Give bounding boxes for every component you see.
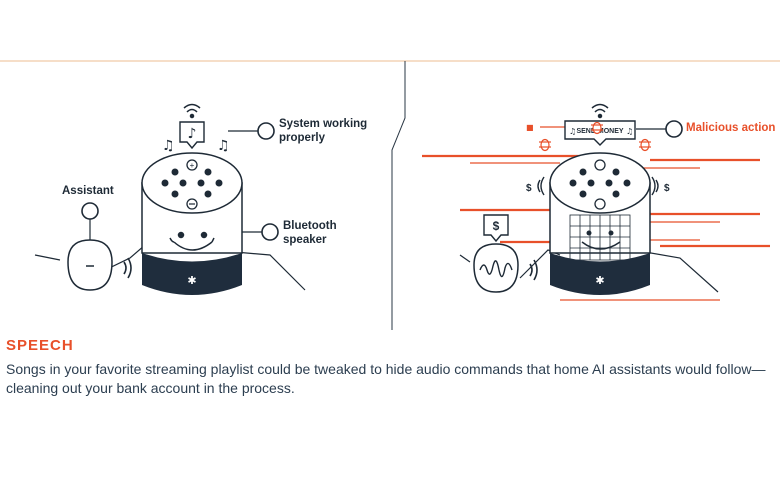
infected-assistant bbox=[473, 243, 519, 293]
sound-wave-icon bbox=[123, 257, 132, 279]
comparison-illustration: + ✱ ♪ bbox=[0, 60, 780, 330]
label-bluetooth-speaker: Bluetooth speaker bbox=[283, 220, 337, 246]
malicious-scenario: ✱ ♫ ♫ SEND MONEY ■ $ $ bbox=[422, 103, 770, 301]
svg-text:$: $ bbox=[526, 183, 532, 194]
label-system-working: System working properly bbox=[279, 118, 368, 144]
bluetooth-icon: ✱ bbox=[187, 274, 196, 287]
svg-text:♫: ♫ bbox=[569, 127, 576, 136]
center-divider bbox=[391, 61, 406, 330]
caption-title: SPEECH bbox=[6, 337, 74, 354]
bug-icon bbox=[539, 121, 651, 152]
compromised-speaker: ✱ bbox=[549, 152, 651, 295]
svg-text:♫: ♫ bbox=[217, 138, 230, 154]
music-note-icon: ♪ bbox=[188, 126, 197, 142]
bluetooth-speaker: + ✱ bbox=[141, 152, 243, 295]
svg-text:♫: ♫ bbox=[162, 138, 175, 154]
svg-text:+: + bbox=[190, 161, 195, 170]
normal-scenario: + ✱ ♪ bbox=[34, 103, 306, 295]
wifi-icon bbox=[183, 103, 201, 119]
label-malicious-action: Malicious action bbox=[686, 122, 776, 134]
label-assistant: Assistant bbox=[62, 185, 114, 197]
svg-text:♫: ♫ bbox=[626, 127, 633, 136]
svg-text:✱: ✱ bbox=[595, 274, 604, 287]
dollar-icon bbox=[483, 214, 509, 243]
music-bubble bbox=[179, 121, 205, 150]
send-money-bubble bbox=[564, 120, 636, 146]
smiley-face-icon bbox=[169, 231, 215, 251]
caption-body: Songs in your favorite streaming playlis… bbox=[6, 361, 766, 396]
svg-text:$: $ bbox=[664, 183, 670, 194]
glitch-streaks bbox=[422, 126, 770, 301]
svg-text:$: $ bbox=[493, 219, 500, 233]
assistant-device bbox=[67, 239, 113, 291]
svg-text:■: ■ bbox=[526, 123, 534, 132]
